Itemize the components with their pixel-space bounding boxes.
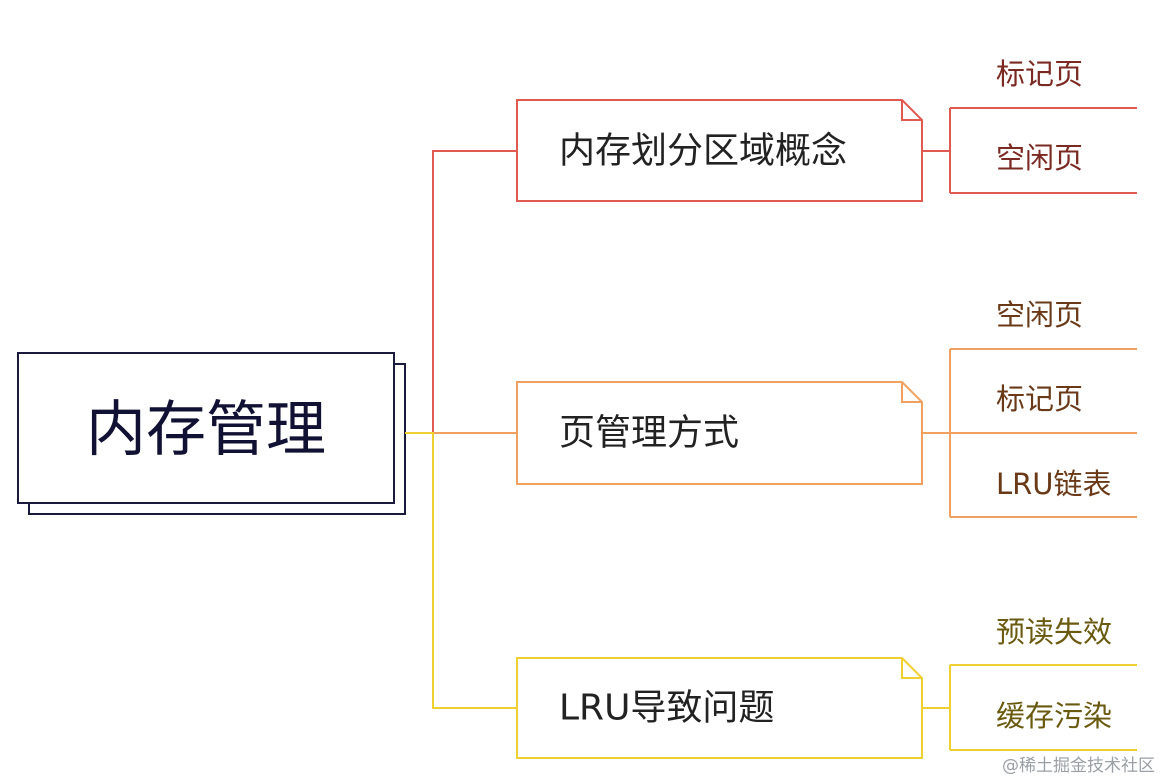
branch-node-1-label: 内存划分区域概念 (559, 131, 847, 172)
branch-node-1[interactable]: 内存划分区域概念 (516, 99, 923, 202)
connector-root-branch-3 (405, 432, 517, 709)
branch-node-2-label: 页管理方式 (559, 413, 739, 454)
branch-node-3-fold (901, 658, 922, 679)
branch-node-1-fold (901, 100, 922, 121)
root-node-label: 内存管理 (86, 395, 326, 465)
leaf-3-2-label: 缓存污染 (996, 699, 1112, 733)
branch-node-2-box (516, 381, 923, 485)
branch-node-2[interactable]: 页管理方式 (516, 381, 923, 485)
watermark-text: @稀土掘金技术社区 (1002, 756, 1155, 776)
root-node-box (17, 352, 395, 504)
leaf-3-1-label: 预读失效 (996, 615, 1112, 649)
leaf-2-1-label: 空闲页 (996, 298, 1083, 332)
leaf-1-2-label: 空闲页 (996, 141, 1083, 175)
branch-node-3-box (516, 657, 923, 759)
connector-root-branch-1 (405, 150, 517, 434)
leaf-2-2-label: 标记页 (996, 382, 1083, 416)
connector-branch-1-leaves (922, 107, 1137, 194)
branch-node-1-box (516, 99, 923, 202)
root-node[interactable]: 内存管理 (17, 352, 406, 515)
leaf-1-1-label: 标记页 (996, 57, 1083, 91)
leaf-2-3-label: LRU链表 (996, 467, 1112, 501)
branch-node-3[interactable]: LRU导致问题 (516, 657, 923, 759)
connector-branch-2-leaves (922, 348, 1137, 518)
branch-node-2-fold (901, 382, 922, 403)
branch-node-3-label: LRU导致问题 (559, 688, 774, 729)
connector-branch-3-leaves (922, 664, 1137, 751)
